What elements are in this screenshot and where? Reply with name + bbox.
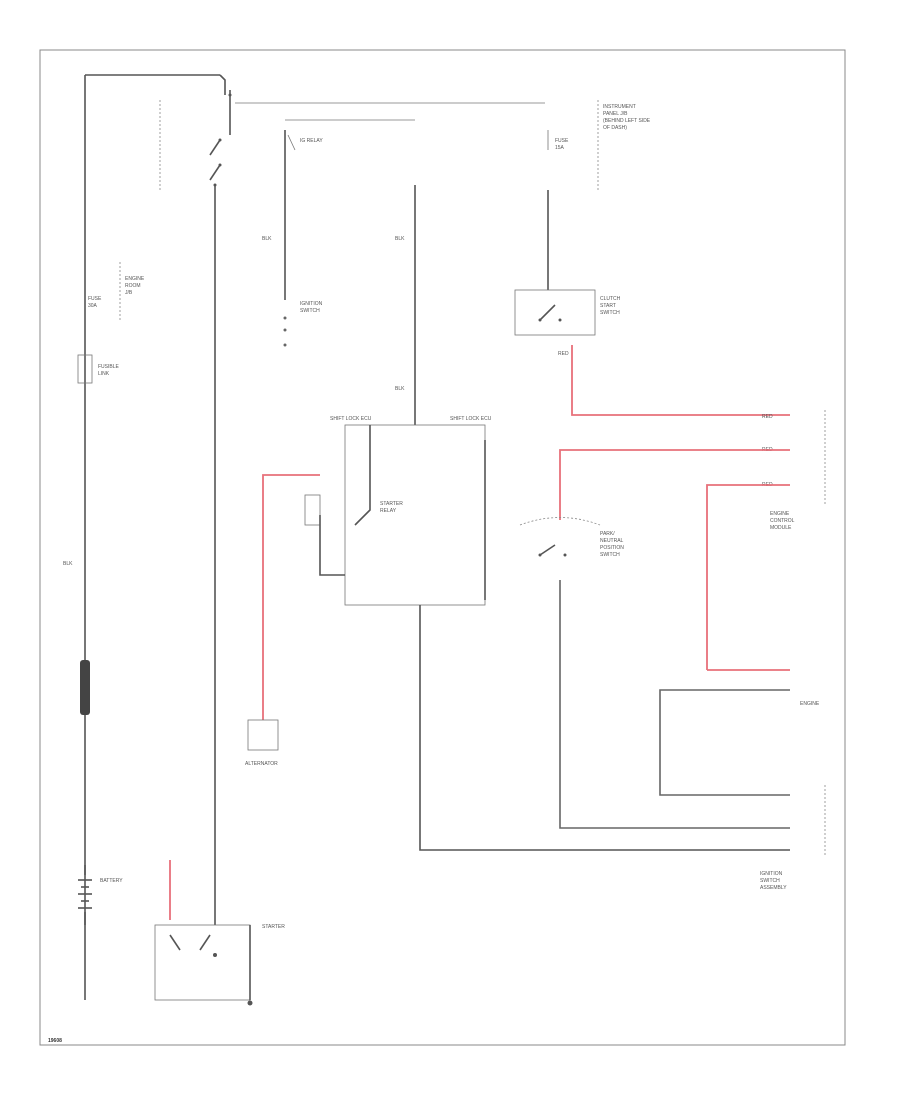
ground-point — [247, 1000, 253, 1006]
engine-room-jb: ENGINE ROOM J/B FUSE 30A — [88, 262, 145, 320]
dark-wire-loop — [659, 689, 790, 796]
wire-label-mid-2: BLK — [395, 386, 405, 392]
fusible-label: FUSIBLE — [98, 364, 120, 370]
note-line-1: INSTRUMENT — [603, 104, 636, 110]
battery-label: BATTERY — [100, 878, 123, 884]
clutch-label-3: SWITCH — [600, 310, 620, 316]
red-wire-pns-1 — [559, 449, 790, 520]
ecu-output-wire — [419, 605, 790, 851]
ecm-label-2: CONTROL — [770, 518, 795, 524]
pns-label-4: SWITCH — [600, 552, 620, 558]
ecu-title-2: SHIFT LOCK ECU — [450, 416, 492, 422]
red-wire-clutch — [571, 345, 790, 416]
fuse-right-label-2: 15A — [555, 145, 565, 151]
alternator-label: ALTERNATOR — [245, 761, 278, 767]
note-line-4: OF DASH) — [603, 125, 627, 131]
starter-motor: STARTER — [154, 860, 285, 1006]
bottom-right-label-1: IGNITION — [760, 871, 783, 877]
sensor-top-2: ROOM — [125, 283, 141, 289]
shift-lock-ecu: SHIFT LOCK ECU SHIFT LOCK ECU STARTER RE… — [330, 416, 790, 851]
fusible-label-2: LINK — [98, 371, 110, 377]
ecu-title: SHIFT LOCK ECU — [330, 416, 372, 422]
lower-right-connector: ENGINE IGNITION SWITCH ASSEMBLY — [760, 701, 826, 891]
middle-signal-wire: BLK BLK — [395, 185, 416, 425]
instrument-panel-jb-note: INSTRUMENT PANEL J/B (BEHIND LEFT SIDE O… — [597, 100, 651, 190]
note-line-3: (BEHIND LEFT SIDE — [603, 118, 651, 124]
conn-pin-1: RED — [762, 414, 773, 420]
main-power-wire — [84, 74, 226, 1000]
ecu-note: STARTER — [380, 501, 403, 507]
wire-label-left: BLK — [63, 561, 73, 567]
ignition-switch-contacts — [209, 90, 232, 925]
diagram-corner-id: 19608 — [48, 1038, 62, 1044]
note-line-2: PANEL J/B — [603, 111, 628, 117]
pns-label-1: PARK/ — [600, 531, 615, 537]
ig-relay-branch: IG RELAY BLK IGNITION SWITCH — [262, 130, 323, 347]
ecm-label-1: ENGINE — [770, 511, 790, 517]
red-wire-pns-2 — [706, 484, 790, 670]
connector-note: IGNITION — [300, 301, 323, 307]
clutch-start-switch: CLUTCH START SWITCH — [514, 289, 621, 336]
ecu-note-2: RELAY — [380, 508, 397, 514]
pns-label-2: NEUTRAL — [600, 538, 624, 544]
left-fuse-label-2: 30A — [88, 303, 98, 309]
left-fuse-label: FUSE — [88, 296, 102, 302]
red-wire-alternator — [262, 474, 320, 720]
fusible-link: FUSIBLE LINK — [77, 354, 120, 384]
ecm-label-3: MODULE — [770, 525, 792, 531]
park-neutral-switch: PARK/ NEUTRAL POSITION SWITCH — [519, 517, 790, 829]
pns-label-3: POSITION — [600, 545, 624, 551]
bottom-right-label-2: SWITCH — [760, 878, 780, 884]
wire-label: BLK — [262, 236, 272, 242]
clutch-label-1: CLUTCH — [600, 296, 621, 302]
wire-label-red: RED — [558, 351, 569, 357]
connector-note-2: SWITCH — [300, 308, 320, 314]
alternator: ALTERNATOR — [245, 719, 279, 767]
ecm2-label: ENGINE — [800, 701, 820, 707]
sensor-top-3: J/B — [125, 290, 133, 296]
diagram-frame — [39, 49, 846, 1046]
right-fuse-branch: FUSE 15A — [547, 130, 569, 290]
right-connector-group: RED RED RED ENGINE CONTROL MODULE — [762, 410, 826, 531]
fuse-right-label: FUSE — [555, 138, 569, 144]
starter-label: STARTER — [262, 924, 285, 930]
clutch-label-2: START — [600, 303, 616, 309]
main-fusible-link — [80, 660, 90, 715]
wire-label-mid: BLK — [395, 236, 405, 242]
bottom-right-label-3: ASSEMBLY — [760, 885, 787, 891]
ig-relay-label: IG RELAY — [300, 138, 323, 144]
sensor-top-1: ENGINE — [125, 276, 145, 282]
battery: BATTERY — [78, 865, 123, 925]
starter-relay-coil — [304, 494, 345, 576]
